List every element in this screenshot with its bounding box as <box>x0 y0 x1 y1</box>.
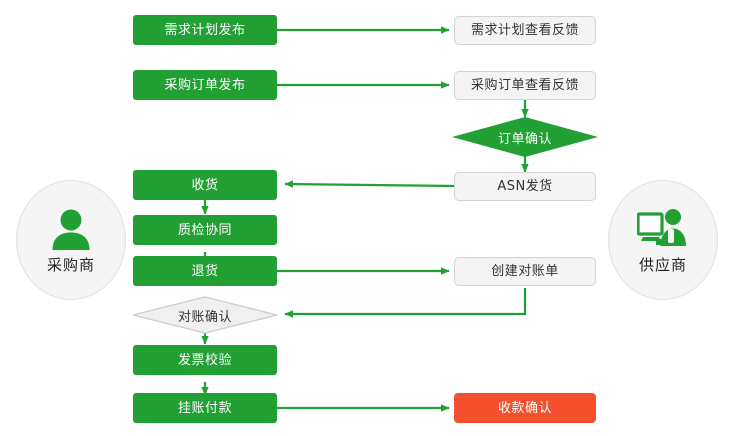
node-demand-plan-publish[interactable]: 需求计划发布 <box>133 15 277 45</box>
node-label: 退货 <box>191 263 219 279</box>
node-demand-plan-feedback[interactable]: 需求计划查看反馈 <box>454 16 596 45</box>
actor-buyer-label: 采购商 <box>46 255 95 274</box>
node-receipt-confirm[interactable]: 收款确认 <box>454 393 596 423</box>
node-statement-confirm[interactable]: 对账确认 <box>132 296 278 334</box>
node-order-confirm[interactable]: 订单确认 <box>452 117 598 157</box>
node-label: 收货 <box>191 177 219 193</box>
node-label: 收款确认 <box>497 400 552 416</box>
node-label: 采购订单查看反馈 <box>470 78 579 93</box>
person-at-computer-icon <box>637 206 689 250</box>
node-po-feedback[interactable]: 采购订单查看反馈 <box>454 71 596 100</box>
node-label: 创建对账单 <box>491 264 559 279</box>
node-invoice-verify[interactable]: 发票校验 <box>133 345 277 375</box>
edge-asn-to-receive <box>284 180 457 188</box>
node-label: 采购订单发布 <box>164 77 246 93</box>
person-icon <box>45 206 97 250</box>
node-label: 挂账付款 <box>177 400 232 416</box>
node-create-statement[interactable]: 创建对账单 <box>454 257 596 286</box>
node-payable-payment[interactable]: 挂账付款 <box>133 393 277 423</box>
node-label: 对账确认 <box>177 309 232 325</box>
node-label: 质检协同 <box>177 222 232 238</box>
node-po-publish[interactable]: 采购订单发布 <box>133 70 277 100</box>
node-return-goods[interactable]: 退货 <box>133 256 277 286</box>
actor-supplier-label: 供应商 <box>638 255 687 274</box>
edge-statement-to-confirm <box>284 288 527 318</box>
node-label: ASN发货 <box>497 179 553 194</box>
node-quality-collab[interactable]: 质检协同 <box>133 215 277 245</box>
actor-buyer: 采购商 <box>16 180 126 300</box>
actor-supplier: 供应商 <box>608 180 718 300</box>
node-label: 需求计划查看反馈 <box>470 23 579 38</box>
node-asn-shipment[interactable]: ASN发货 <box>454 172 596 201</box>
node-label: 需求计划发布 <box>164 22 246 38</box>
node-label: 订单确认 <box>497 131 552 147</box>
node-label: 发票校验 <box>177 352 232 368</box>
node-receive-goods[interactable]: 收货 <box>133 170 277 200</box>
